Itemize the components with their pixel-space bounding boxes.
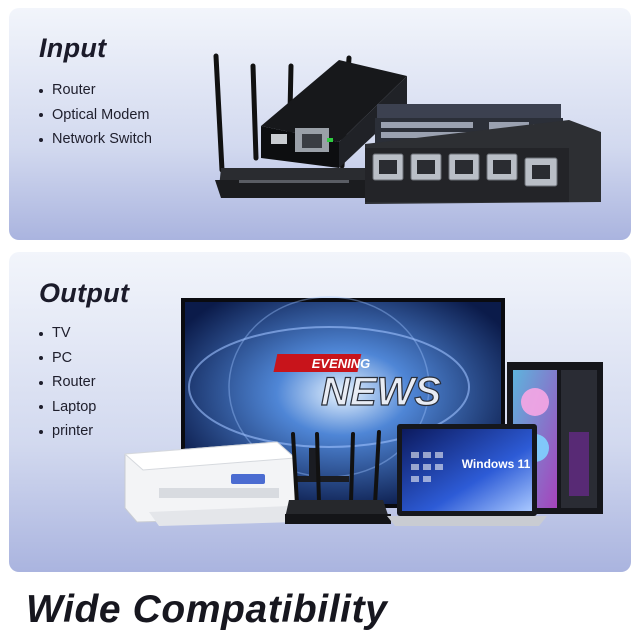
tv-news-banner: EVENING NEWS — [273, 354, 442, 415]
output-title: Output — [39, 278, 130, 308]
laptop-screen-text: Windows 11 — [462, 457, 531, 471]
output-item-router: Router — [37, 370, 96, 395]
input-device-list: Router Optical Modem Network Switch — [37, 78, 152, 152]
printer-image — [123, 441, 297, 526]
output-item-laptop: Laptop — [37, 395, 96, 420]
input-title: Input — [39, 33, 107, 63]
input-devices-illustration — [213, 53, 601, 204]
switch-base-image — [365, 120, 601, 204]
tv-news-line2: NEWS — [321, 370, 441, 414]
input-item-network-switch: Network Switch — [37, 127, 152, 152]
laptop-image: Windows 11 — [387, 424, 547, 526]
output-item-pc: PC — [37, 346, 96, 371]
input-panel: Input Router Optical Modem Network Switc… — [9, 8, 631, 240]
footer-title: Wide Compatibility — [26, 588, 388, 631]
input-item-router: Router — [37, 78, 152, 103]
optical-modem-image — [261, 60, 407, 168]
output-router-image — [285, 430, 391, 524]
output-device-list: TV PC Router Laptop printer — [37, 321, 96, 444]
output-item-printer: printer — [37, 419, 96, 444]
output-panel: Output TV PC Router Laptop printer — [9, 252, 631, 572]
tv-news-line1: EVENING — [312, 356, 371, 371]
output-devices-illustration: EVENING NEWS — [123, 296, 603, 526]
input-item-optical-modem: Optical Modem — [37, 103, 152, 128]
output-item-tv: TV — [37, 321, 96, 346]
